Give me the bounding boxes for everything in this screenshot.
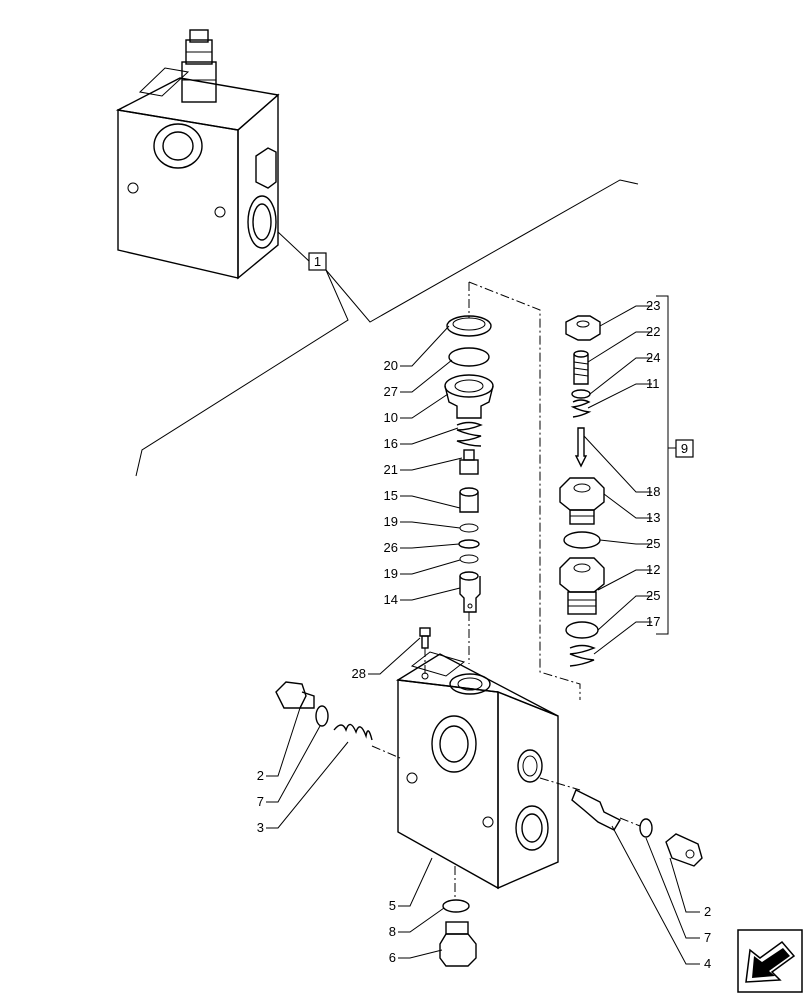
label-18: 18 (646, 484, 660, 499)
label-6: 6 (389, 950, 396, 965)
label-26: 26 (384, 540, 398, 555)
label-7-left: 7 (257, 794, 264, 809)
label-5: 5 (389, 898, 396, 913)
callout-1-label: 1 (314, 254, 321, 269)
label-14: 14 (384, 592, 398, 607)
arrow-bottom-left-icon[interactable] (737, 929, 803, 993)
label-11: 11 (646, 376, 660, 391)
label-3: 3 (257, 820, 264, 835)
label-17: 17 (646, 614, 660, 629)
label-21: 21 (384, 462, 398, 477)
label-28: 28 (352, 666, 366, 681)
label-25-lower: 25 (646, 588, 660, 603)
label-15: 15 (384, 488, 398, 503)
label-23: 23 (646, 298, 660, 313)
label-22: 22 (646, 324, 660, 339)
label-13: 13 (646, 510, 660, 525)
label-2-right: 2 (704, 904, 711, 919)
label-20: 20 (384, 358, 398, 373)
callout-box-9 (675, 439, 694, 458)
callout-box-1 (308, 252, 327, 271)
label-19-upper: 19 (384, 514, 398, 529)
label-19-lower: 19 (384, 566, 398, 581)
center-parts-stack (419, 315, 494, 649)
label-2-left: 2 (257, 768, 264, 783)
label-27: 27 (384, 384, 398, 399)
label-12: 12 (646, 562, 660, 577)
label-10: 10 (384, 410, 398, 425)
cartridge-parts-group (559, 315, 605, 667)
label-7-right: 7 (704, 930, 711, 945)
left-side-parts (275, 681, 373, 741)
label-24: 24 (646, 350, 660, 365)
main-valve-block (395, 651, 559, 890)
callout-9-label: 9 (681, 441, 688, 456)
callout-labels: 20 27 10 16 21 15 19 26 19 14 28 23 22 2… (257, 298, 711, 971)
label-8: 8 (389, 924, 396, 939)
label-4: 4 (704, 956, 711, 971)
assembled-valve-block (115, 29, 280, 280)
label-25-upper: 25 (646, 536, 660, 551)
right-side-parts (571, 789, 703, 867)
leader-lines (266, 305, 700, 965)
bottom-parts (439, 899, 477, 967)
label-16: 16 (384, 436, 398, 451)
